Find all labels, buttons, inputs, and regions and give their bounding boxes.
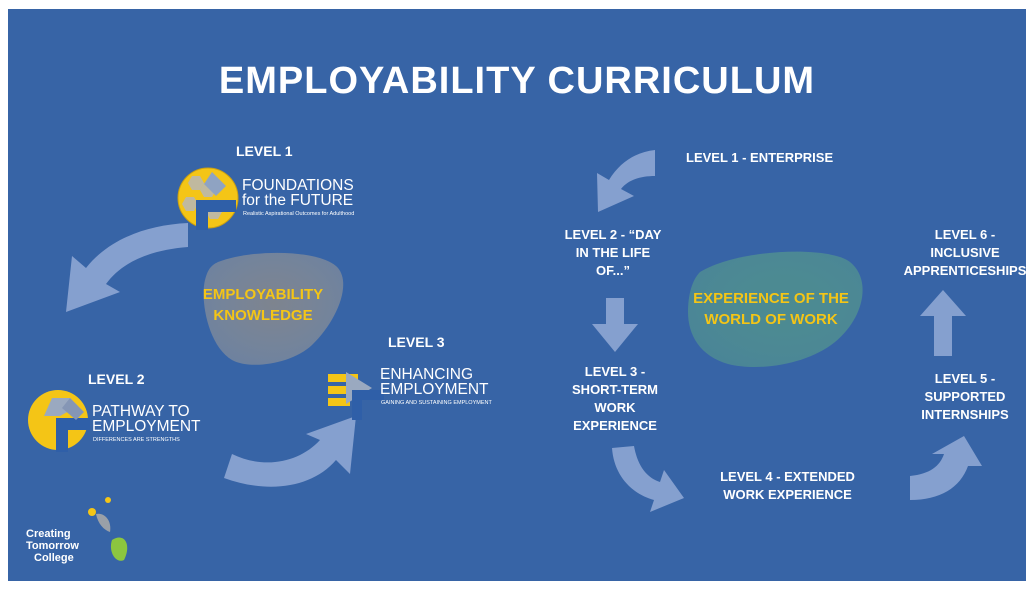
cycle-arrow-level2-to-level3 <box>224 416 356 487</box>
right-level6-line2: INCLUSIVE <box>930 245 1000 260</box>
knowledge-label-line1: EMPLOYABILITY <box>202 286 324 303</box>
enhancing-logo-line2: EMPLOYMENT <box>380 381 489 398</box>
pathway-logo-line1: PATHWAY TO <box>92 403 190 420</box>
college-name-line2: Tomorrow <box>26 540 79 552</box>
knowledge-blob <box>203 252 344 365</box>
flow-arrow-l4-to-l5 <box>910 436 982 500</box>
enhancing-logo-line1: ENHANCING <box>380 366 474 383</box>
right-level5-line2: SUPPORTED <box>924 389 1006 404</box>
right-level4-line1: LEVEL 4 - EXTENDED <box>720 469 855 484</box>
right-level3-line1: LEVEL 3 - <box>584 364 646 379</box>
right-level3-line4: EXPERIENCE <box>573 418 657 433</box>
foundations-logo-icon <box>177 167 239 230</box>
pathway-logo-icon <box>28 390 90 452</box>
flow-arrow-l2-to-l3 <box>592 298 638 352</box>
experience-label-line2: WORLD OF WORK <box>704 311 838 328</box>
flow-arrow-l5-to-l6 <box>920 290 966 356</box>
right-level2-line3: OF...” <box>596 263 630 278</box>
right-level1-label: LEVEL 1 - ENTERPRISE <box>686 150 834 165</box>
page-title: EMPLOYABILITY CURRICULUM <box>218 60 816 102</box>
college-name-line1: Creating <box>26 528 71 540</box>
flow-arrow-l3-to-l4 <box>612 446 684 512</box>
right-level2-line1: LEVEL 2 - “DAY <box>564 227 662 242</box>
foundations-logo-line1: FOUNDATIONS <box>242 177 354 194</box>
cycle-arrow-level1-to-level2 <box>66 223 188 312</box>
college-name-line3: College <box>34 552 74 564</box>
experience-blob <box>688 251 863 368</box>
right-level3-line2: SHORT-TERM <box>572 382 658 397</box>
enhancing-logo-subtitle: GAINING AND SUSTAINING EMPLOYMENT <box>381 400 492 406</box>
college-logo-icon <box>88 497 128 561</box>
right-level6-line3: APPRENTICESHIPS <box>903 263 1027 278</box>
right-level5-line1: LEVEL 5 - <box>934 371 996 386</box>
left-level3-heading: LEVEL 3 <box>388 334 445 350</box>
pathway-logo-subtitle: DIFFERENCES ARE STRENGTHS <box>93 437 180 443</box>
foundations-logo-line2: for the FUTURE <box>242 192 354 209</box>
flow-arrow-l1-to-l2 <box>597 150 655 212</box>
left-level1-heading: LEVEL 1 <box>236 143 293 159</box>
right-level3-line3: WORK <box>594 400 636 415</box>
right-level4-line2: WORK EXPERIENCE <box>723 487 852 502</box>
right-level2-line2: IN THE LIFE <box>575 245 651 260</box>
right-level5-line3: INTERNSHIPS <box>921 407 1009 422</box>
pathway-logo-line2: EMPLOYMENT <box>92 418 201 435</box>
knowledge-label-line2: KNOWLEDGE <box>213 307 313 324</box>
foundations-logo-subtitle: Realistic Aspirational Outcomes for Adul… <box>243 211 355 217</box>
left-level2-heading: LEVEL 2 <box>88 371 145 387</box>
experience-label-line1: EXPERIENCE OF THE <box>693 290 849 307</box>
enhancing-logo-icon <box>328 372 384 420</box>
right-level6-line1: LEVEL 6 - <box>934 227 996 242</box>
